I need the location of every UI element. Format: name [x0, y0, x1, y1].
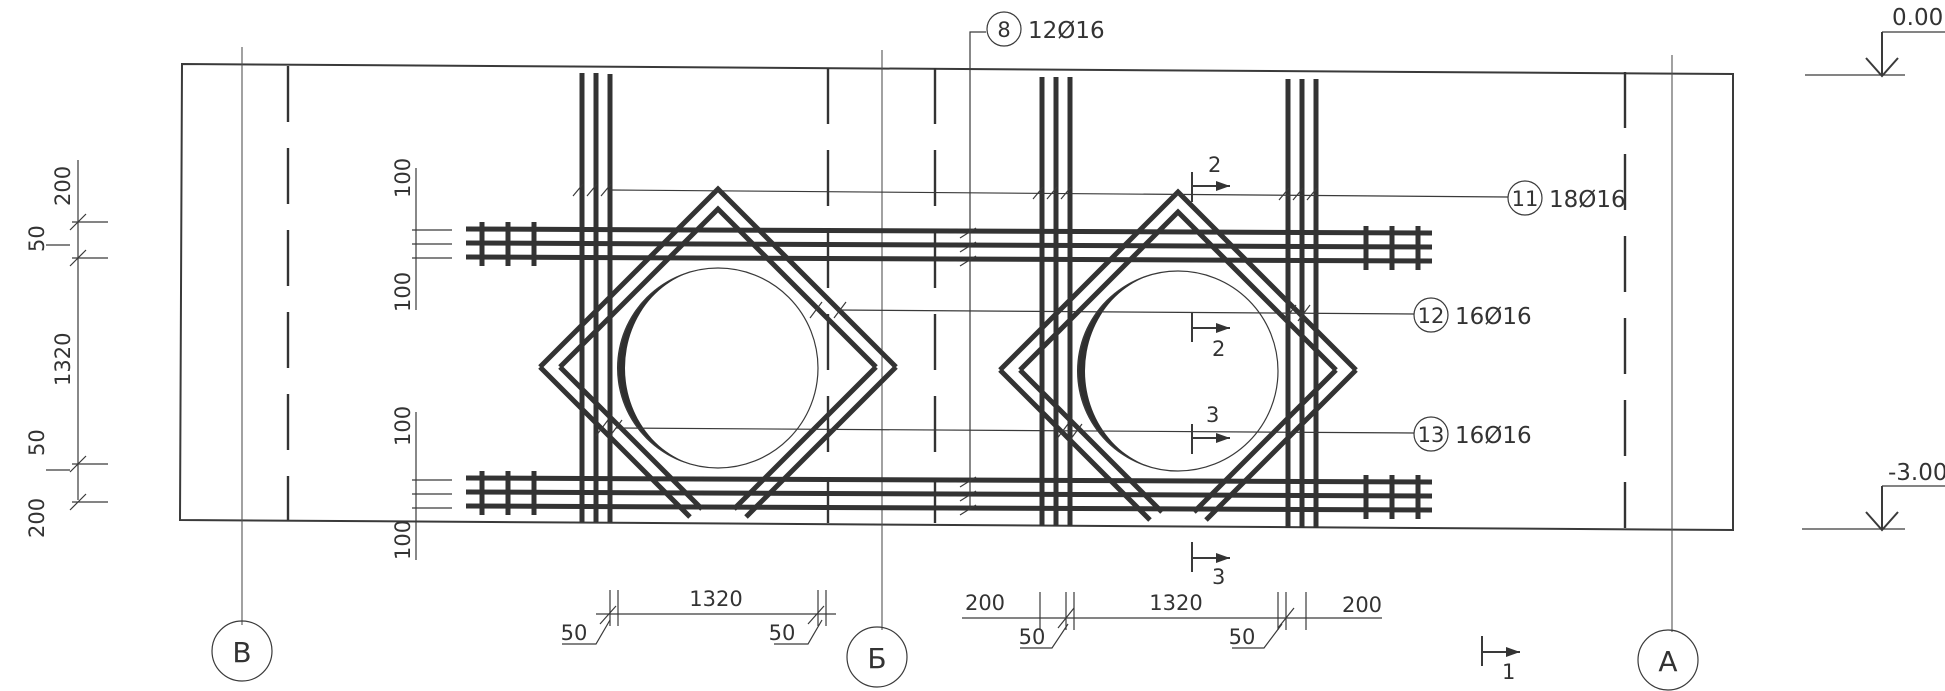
axis-label-a: А [1658, 645, 1677, 678]
bottom-dimension-chain-right [962, 592, 1382, 649]
left-dim-1320: 1320 [51, 333, 75, 386]
axis-bubble-v[interactable]: В [211, 620, 273, 682]
bottom-dim-200-right-a: 200 [965, 591, 1005, 615]
horizontal-bars [465, 226, 1433, 513]
callout-13-spec: 16Ø16 [1455, 423, 1532, 449]
bottom-dim-50-right-a: 50 [1019, 625, 1046, 649]
section-mark-3-top: 3 [1191, 403, 1230, 454]
bottom-dimension-chain-left [562, 590, 836, 645]
level-top-label: 0.00 [1892, 5, 1943, 31]
left-dim-200-bottom: 200 [25, 498, 49, 538]
left-dim-50-bottom: 50 [25, 429, 49, 456]
section-mark-2-top: 2 [1191, 153, 1230, 202]
level-mark-top: 0.00 [1805, 5, 1945, 78]
bottom-dim-50-left-b: 50 [769, 621, 796, 645]
diamond-bars-left [538, 185, 898, 519]
axis-bubble-a[interactable]: А [1637, 629, 1699, 691]
inner-dim-100-b: 100 [391, 272, 415, 312]
section-2-label-top: 2 [1208, 153, 1221, 177]
section-3-label-top: 3 [1206, 403, 1219, 427]
callout-leaders [609, 31, 1509, 508]
axis-label-v: В [232, 636, 251, 669]
section-1-label: 1 [1502, 660, 1515, 684]
bottom-dim-50-left-a: 50 [561, 621, 588, 645]
opening-left [617, 267, 819, 469]
inner-dim-100-a: 100 [391, 158, 415, 198]
section-2-label-bottom: 2 [1212, 337, 1225, 361]
bottom-dim-200-right-b: 200 [1342, 593, 1382, 617]
section-mark-2-bottom: 2 [1191, 312, 1230, 361]
callout-12-spec: 16Ø16 [1455, 304, 1532, 330]
inner-dim-100-d: 100 [391, 520, 415, 560]
callout-8[interactable]: 8 12Ø16 [986, 11, 1105, 47]
inner-dimension-chain [412, 168, 452, 560]
callout-8-number: 8 [997, 18, 1010, 42]
callout-13-number: 13 [1418, 423, 1445, 447]
left-dim-200-top: 200 [51, 166, 75, 206]
bar-end-ticks [479, 222, 1421, 519]
axis-label-b: Б [867, 642, 886, 675]
wall-outline [178, 62, 1734, 532]
section-3-label-bottom: 3 [1212, 565, 1225, 589]
left-dimension-chain [46, 160, 108, 511]
callout-11-number: 11 [1512, 187, 1539, 211]
section-mark-3-bottom: 3 [1191, 542, 1230, 589]
vertical-bars [579, 73, 1319, 528]
level-mark-bottom: -3.00 [1802, 460, 1945, 532]
diamond-bars-right [998, 188, 1358, 522]
callout-12[interactable]: 12 16Ø16 [1413, 297, 1532, 333]
section-mark-1: 1 [1481, 636, 1520, 684]
callout-13[interactable]: 13 16Ø16 [1413, 416, 1532, 452]
dashed-lines [286, 66, 1627, 528]
callout-12-number: 12 [1418, 304, 1445, 328]
bottom-dim-1320-right: 1320 [1149, 591, 1202, 615]
bottom-dim-50-right-b: 50 [1229, 625, 1256, 649]
callout-8-spec: 12Ø16 [1028, 18, 1105, 44]
bottom-dim-1320-left: 1320 [689, 587, 742, 611]
axis-bubble-b[interactable]: Б [846, 626, 908, 688]
callout-11[interactable]: 11 18Ø16 [1507, 180, 1626, 216]
opening-right [1077, 270, 1279, 472]
level-bottom-label: -3.00 [1888, 460, 1945, 486]
callout-11-spec: 18Ø16 [1549, 187, 1626, 213]
left-dim-50-top: 50 [25, 225, 49, 252]
inner-dim-100-c: 100 [391, 406, 415, 446]
